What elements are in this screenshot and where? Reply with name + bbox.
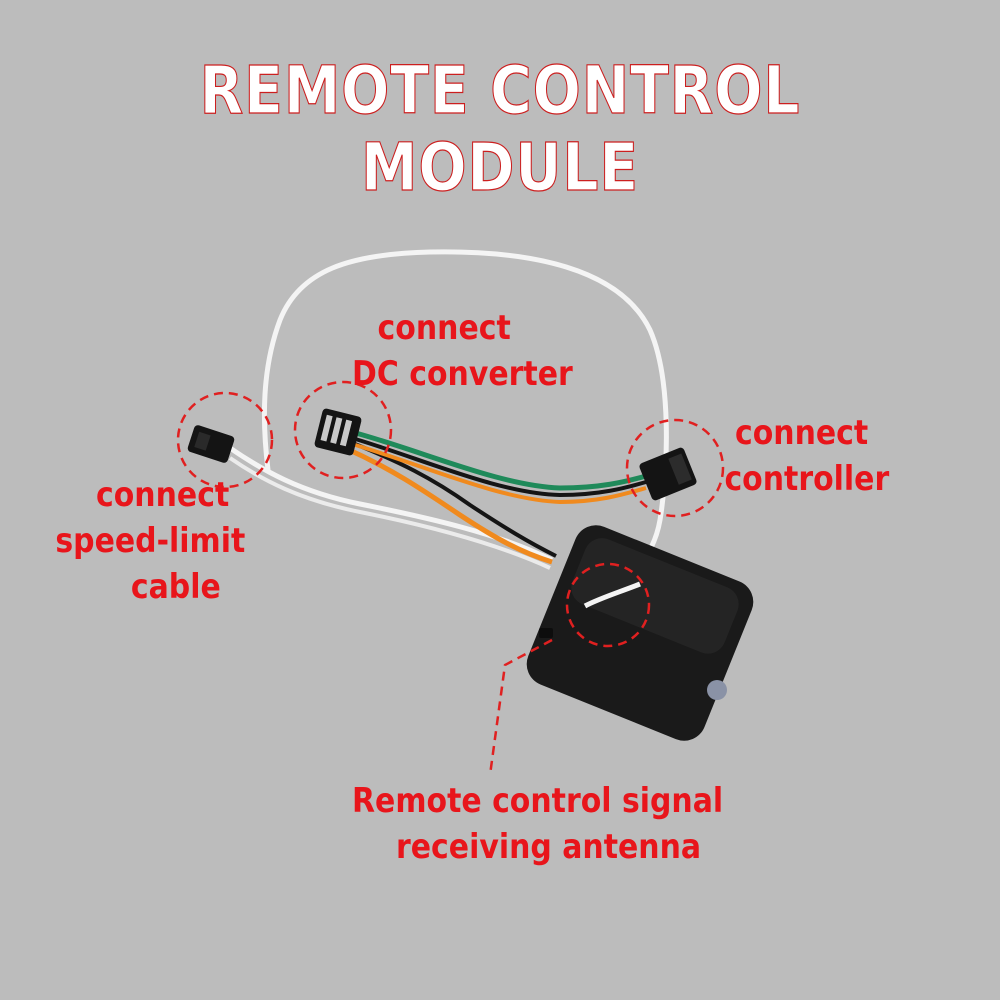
antenna-leader-line	[488, 638, 553, 776]
dc-converter-label-line-1: connect	[377, 308, 511, 348]
controller-label-line-2: controller	[724, 459, 890, 499]
antenna-highlight-circle	[565, 562, 651, 648]
speed-limit-label-line-2: speed-limit	[55, 521, 246, 561]
speed-limit-label-line-3: cable	[130, 567, 221, 607]
dc-converter-connector	[314, 408, 362, 456]
controller-highlight-circle	[625, 418, 725, 518]
controller-connector	[639, 447, 697, 501]
status-led-icon	[707, 680, 727, 700]
white-antenna-wire	[261, 249, 669, 605]
dc-converter-label-line-2: DC converter	[352, 354, 573, 394]
orange-wire	[343, 445, 553, 565]
dc-converter-highlight-circle	[293, 380, 393, 480]
page-title: REMOTE CONTROL MODULE	[199, 51, 801, 206]
speed-limit-highlight-circle	[176, 391, 274, 489]
remote-control-module	[526, 525, 754, 741]
white-speed-limit-cable-2	[228, 456, 551, 570]
antenna-label-line-2: receiving antenna	[396, 827, 702, 867]
antenna-label-line-1: Remote control signal	[352, 781, 724, 821]
dc-converter-label: connect DC converter	[352, 305, 573, 397]
speed-limit-label: connect speed-limit cable	[55, 472, 245, 610]
speed-limit-label-line-1: connect	[96, 475, 230, 515]
green-wire	[351, 429, 647, 491]
controller-label: connect controller	[724, 410, 889, 502]
antenna-label: Remote control signal receiving antenna	[352, 778, 723, 870]
speed-limit-connector	[187, 425, 235, 463]
controller-label-line-1: connect	[735, 413, 869, 453]
black-wire-2	[351, 436, 647, 498]
orange-wire-2	[351, 442, 647, 505]
black-wire	[349, 440, 557, 558]
